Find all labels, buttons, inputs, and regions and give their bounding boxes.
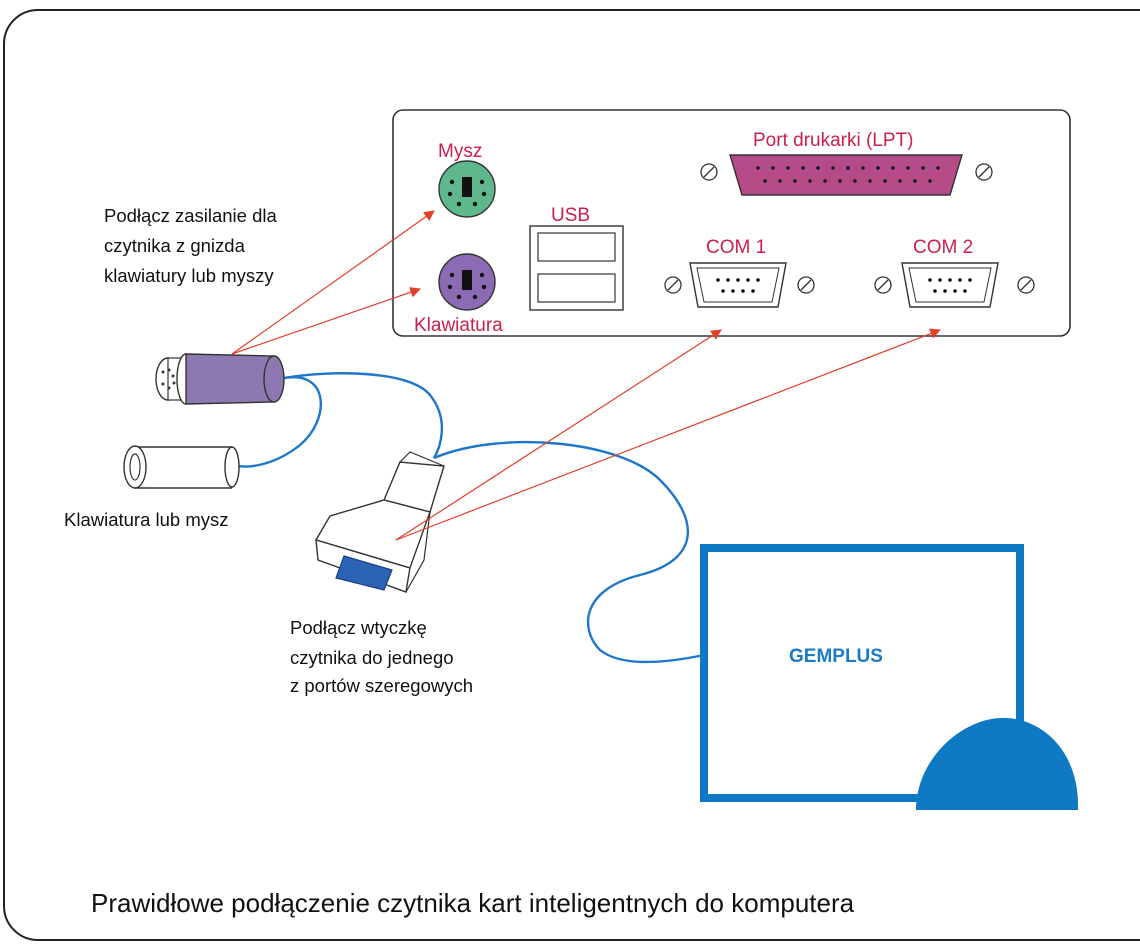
page-frame bbox=[3, 9, 1140, 941]
mouse-label: Mysz bbox=[438, 141, 482, 162]
com2-label: COM 2 bbox=[913, 237, 973, 258]
power-note: Podłącz zasilanie dla czytnika z gnizda … bbox=[104, 205, 282, 286]
reader-brand-label: GEMPLUS bbox=[789, 646, 883, 667]
mouse-port-icon bbox=[438, 160, 496, 218]
reader-cables bbox=[237, 372, 705, 664]
serial-note: Podłącz wtyczkę czytnika do jednego z po… bbox=[290, 617, 473, 696]
card-reader-icon bbox=[700, 544, 1079, 810]
connection-arrows bbox=[231, 210, 942, 541]
usb-ports-icon bbox=[529, 225, 624, 311]
com2-port-icon bbox=[874, 262, 1035, 308]
diagram-caption: Prawidłowe podłączenie czytnika kart int… bbox=[91, 888, 855, 918]
printer-port-icon bbox=[700, 154, 993, 196]
usb-label: USB bbox=[551, 205, 590, 226]
keyboard-or-mouse-label: Klawiatura lub mysz bbox=[64, 509, 229, 530]
com1-label: COM 1 bbox=[706, 237, 766, 258]
ps2-plug-icon bbox=[155, 353, 285, 405]
printer-port-label: Port drukarki (LPT) bbox=[753, 130, 913, 151]
keyboard-socket-icon bbox=[123, 445, 240, 489]
keyboard-port-icon bbox=[438, 253, 496, 311]
keyboard-label: Klawiatura bbox=[414, 315, 503, 336]
com1-port-icon bbox=[664, 262, 815, 308]
serial-plug-icon bbox=[314, 451, 445, 593]
